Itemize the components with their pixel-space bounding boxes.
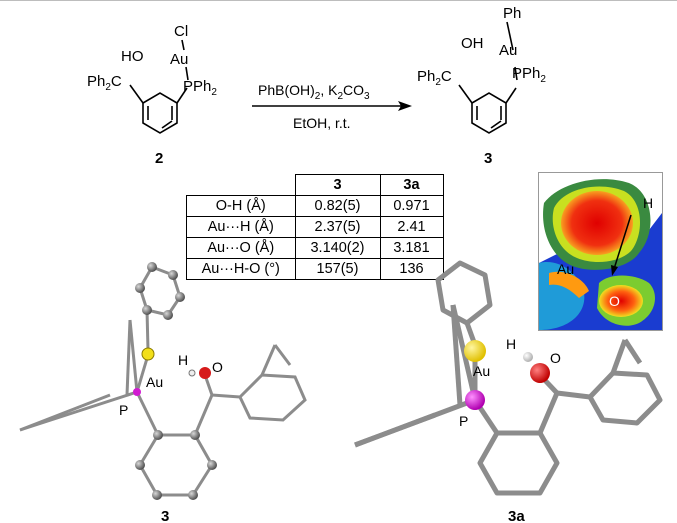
au-label: Au	[170, 51, 188, 68]
atoms-3	[133, 262, 217, 500]
product-ph2c-label: Ph2C	[417, 68, 452, 88]
hydrogen-atom	[188, 369, 196, 377]
col-header-3a: 3a	[379, 174, 444, 196]
table-row: Au···O (Å) 3.140(2) 3.181	[186, 237, 444, 259]
hydrogen-atom	[523, 352, 533, 362]
p-atom-label: P	[119, 402, 128, 418]
cell-3: 0.82(5)	[294, 195, 381, 217]
cell-3a: 2.41	[379, 216, 444, 238]
structure-3-label: 3	[161, 508, 169, 523]
bonds-3a	[354, 260, 663, 496]
au-atom-label: Au	[146, 374, 163, 390]
reagents-line-2: EtOH, r.t.	[293, 115, 351, 131]
cell-3: 157(5)	[294, 258, 381, 280]
oxygen-atom	[530, 363, 550, 383]
cl-label: Cl	[174, 23, 188, 40]
reactant-2	[129, 39, 189, 134]
bond-parameter-table: 3 3a O-H (Å) 0.82(5) 0.971 Au···H (Å) 2.…	[186, 174, 444, 280]
phosphorus-atom	[465, 390, 485, 410]
epm-o-label: O	[609, 293, 620, 309]
o-atom-label-3a: O	[550, 350, 561, 366]
h-atom-label: H	[178, 352, 188, 368]
crystal-structure-3: Au H O P 3	[19, 262, 307, 523]
oh-label: OH	[461, 35, 484, 52]
structure-3a-label: 3a	[508, 508, 525, 523]
reagents-line-1: PhB(OH)2, K2CO3	[258, 82, 370, 102]
row-label: O-H (Å)	[186, 195, 296, 217]
row-label: Au···H (Å)	[186, 216, 296, 238]
epm-h-label: H	[643, 195, 654, 211]
reaction-arrow	[252, 101, 412, 111]
atoms-3a	[464, 340, 550, 410]
ph2c-label: Ph2C	[87, 73, 122, 93]
ph-label: Ph	[503, 5, 521, 22]
o-atom-label: O	[212, 359, 223, 375]
electrostatic-potential-map: H Au O	[538, 172, 663, 331]
reaction-scheme: Cl HO Au Ph2C PPh2 2 PhB(OH)2, K2CO3 EtO…	[87, 5, 546, 167]
product-au-label: Au	[499, 42, 517, 59]
dft-structure-3a: Au H O P 3a	[354, 260, 663, 523]
epm-au-label: Au	[557, 261, 575, 277]
p-atom-label-3a: P	[459, 413, 468, 429]
compound-3-label: 3	[484, 150, 492, 167]
gold-atom	[464, 340, 486, 362]
cell-3: 2.37(5)	[294, 216, 381, 238]
pph2-label: PPh2	[183, 78, 217, 98]
au-atom-label-3a: Au	[473, 363, 490, 379]
top-rule	[0, 0, 677, 1]
cell-3a: 3.181	[379, 237, 444, 259]
table-row: Au···H (Å) 2.37(5) 2.41	[186, 216, 444, 238]
product-3	[458, 21, 518, 134]
table-row: O-H (Å) 0.82(5) 0.971	[186, 195, 444, 217]
cell-3a: 0.971	[379, 195, 444, 217]
cell-3a: 136	[379, 258, 444, 280]
gold-atom	[141, 347, 155, 361]
row-label: Au···H-O (°)	[186, 258, 296, 280]
compound-2-label: 2	[155, 150, 163, 167]
h-atom-label-3a: H	[506, 336, 516, 352]
phosphorus-atom	[133, 388, 141, 396]
table-header-row: 3 3a	[186, 174, 444, 196]
col-header-3: 3	[294, 174, 381, 196]
ho-label: HO	[121, 48, 144, 65]
epm-image	[539, 173, 662, 330]
product-pph2-label: PPh2	[512, 65, 546, 85]
oxygen-atom	[199, 367, 211, 379]
table-row: Au···H-O (°) 157(5) 136	[186, 258, 444, 280]
